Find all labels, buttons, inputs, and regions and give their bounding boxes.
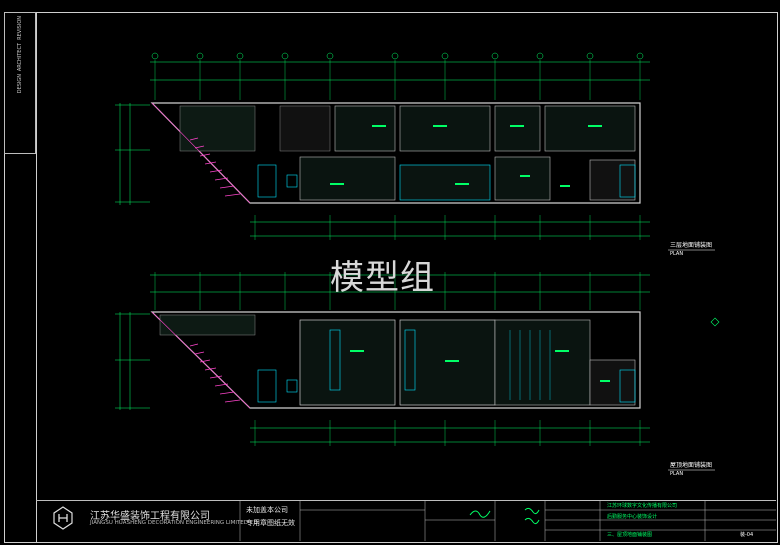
plan-subtitle-lower: PLAN xyxy=(670,471,684,477)
plan-title-lower: 屋顶地面铺装图 xyxy=(670,462,713,469)
company-name-cn: 江苏华盛装饰工程有限公司 xyxy=(90,511,210,522)
watermark: 模型组 xyxy=(330,258,435,298)
stamp-note-1: 未加盖本公司 xyxy=(246,506,288,514)
plan-subtitle-upper: PLAN xyxy=(670,251,684,257)
drawing-name: 后勤服务中心装饰设计 xyxy=(607,514,658,520)
stamp-note-2: 专用章图纸无效 xyxy=(246,519,295,527)
title-block xyxy=(36,500,776,542)
company-name-en: JIANGSU HUASHENG DECORATION ENGINEERING … xyxy=(90,520,260,526)
lower-plan xyxy=(115,272,720,471)
project-name: 江苏环球数字文化传播有限公司 xyxy=(607,503,678,509)
revision-strip: REVISION ARCHITECT DESIGN xyxy=(4,12,36,154)
sheet-name: 三、屋顶地面铺装图 xyxy=(607,532,653,538)
plan-title-upper: 三层地面铺装图 xyxy=(670,242,713,249)
inner-border xyxy=(36,12,778,543)
title-block-grid xyxy=(239,500,776,541)
company-logo-icon xyxy=(53,506,73,530)
upper-plan xyxy=(115,52,715,251)
sheet-number: 装-04 xyxy=(740,532,754,538)
